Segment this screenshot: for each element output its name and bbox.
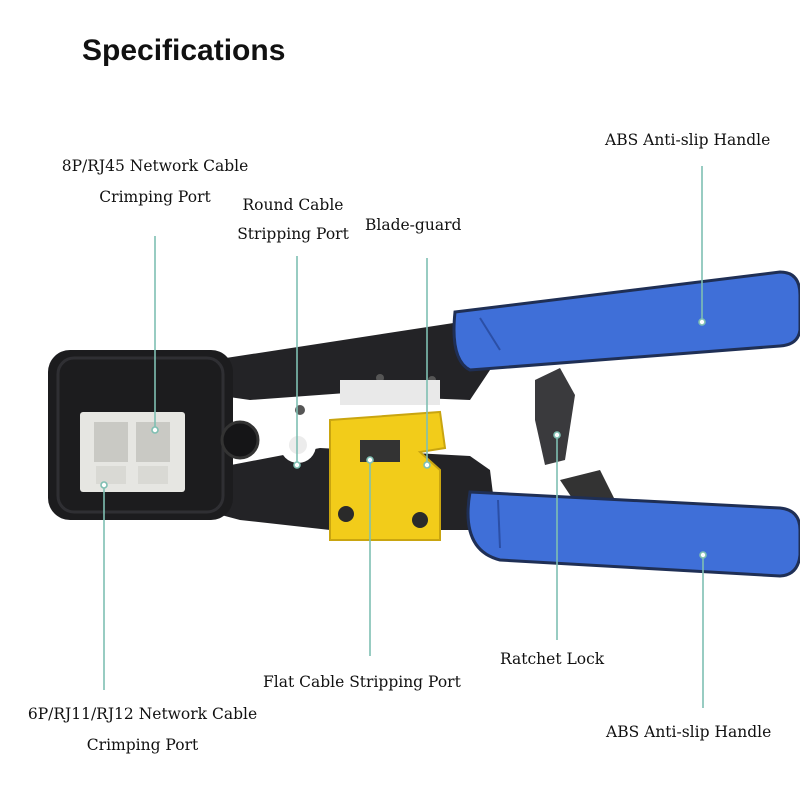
rj45-label-line1: 8P/RJ45 Network Cable bbox=[61, 157, 249, 175]
rj11-label-line2: Crimping Port bbox=[86, 736, 199, 754]
flat-cable-port-label: Flat Cable Stripping Port bbox=[263, 673, 461, 691]
lower-handle bbox=[466, 490, 800, 578]
page-title: Specifications bbox=[82, 34, 286, 67]
round-label-line1: Round Cable bbox=[242, 196, 344, 214]
abs-handle-bottom-label: ABS Anti-slip Handle bbox=[606, 723, 772, 741]
blade-guard bbox=[340, 380, 440, 405]
rj45-port-label: 8P/RJ45 Network Cable Crimping Port bbox=[40, 157, 270, 207]
abs-handle-top-label: ABS Anti-slip Handle bbox=[605, 131, 771, 149]
pivot-bolt bbox=[220, 420, 260, 460]
rj11-port-label: 6P/RJ11/RJ12 Network Cable Crimping Port bbox=[0, 705, 285, 755]
rj11-label-line1: 6P/RJ11/RJ12 Network Cable bbox=[27, 705, 258, 723]
flat-cable-stripper bbox=[329, 410, 447, 541]
round-label-line2: Stripping Port bbox=[237, 225, 349, 243]
blade-guard-label: Blade-guard bbox=[365, 216, 462, 234]
upper-handle bbox=[452, 270, 800, 372]
ratchet-lock-label: Ratchet Lock bbox=[500, 650, 605, 668]
ratchet-lock bbox=[535, 368, 575, 465]
rj45-label-line2: Crimping Port bbox=[99, 188, 211, 206]
round-port-label: Round Cable Stripping Port bbox=[222, 196, 364, 244]
